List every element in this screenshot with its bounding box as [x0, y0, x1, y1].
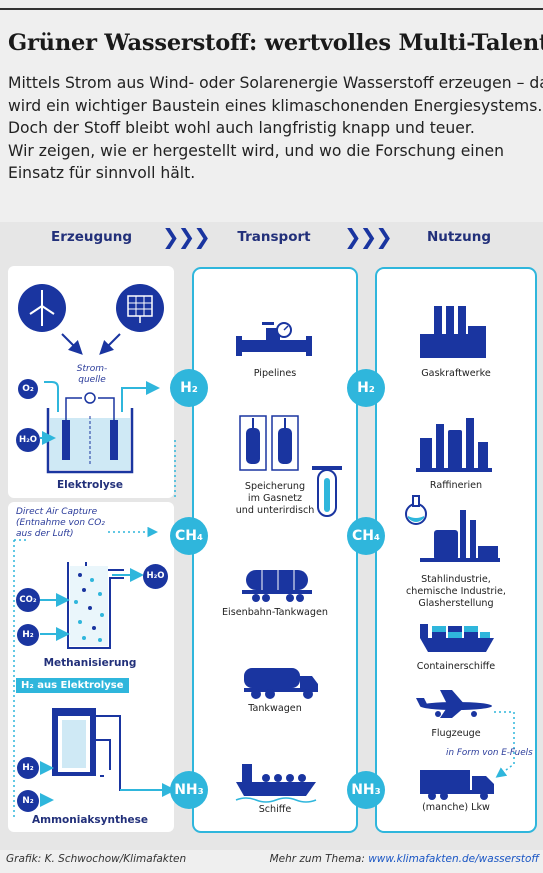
synthese-box: [8, 502, 174, 832]
nh3-bubble-left: NH₃: [170, 771, 208, 809]
gas-power-plant-icon: [420, 306, 486, 358]
methanisierung-label: Methanisierung: [43, 657, 137, 669]
h2-elektrolyse-tag: H₂ aus Elektrolyse: [16, 678, 129, 693]
speicherung-label-line: Speicherung: [244, 481, 306, 492]
pipelines-label: Pipelines: [253, 368, 297, 379]
airplane-icon: [416, 690, 492, 718]
intro-line: Einsatz für sinnvoll hält.: [8, 164, 196, 183]
strom-label-line: quelle: [78, 375, 106, 385]
h2o-out-bubble: H₂O: [143, 564, 168, 589]
raffinerien-label: Raffinerien: [429, 480, 483, 491]
header-nutzung: Nutzung: [426, 229, 492, 245]
containerschiffe-label: Containerschiffe: [416, 661, 496, 672]
stahl-label-line: chemische Industrie,: [406, 586, 506, 597]
credit-text: Grafik: K. Schwochow/Klimafakten: [6, 853, 187, 865]
n2-bubble: N₂: [17, 790, 39, 812]
efuels-label: in Form von E-Fuels: [446, 748, 533, 758]
truck-icon: [420, 770, 494, 800]
speicherung-label-line: im Gasnetz: [247, 493, 303, 504]
intro-text: Mittels Strom aus Wind- oder Solarenergi…: [8, 72, 543, 185]
solar-panel-icon: [116, 284, 164, 332]
chevron-right-icon: ❯❯❯: [344, 225, 393, 249]
page-title: Grüner Wasserstoff: wertvolles Multi-Tal…: [8, 30, 543, 56]
steel-industry-icon: [420, 510, 500, 562]
o2-bubble: O₂: [18, 379, 38, 399]
intro-line: Doch der Stoff bleibt wohl auch langfris…: [8, 119, 475, 138]
h2-bubble-right: H₂: [347, 369, 385, 407]
intro-line: Wir zeigen, wie er hergestellt wird, und…: [8, 141, 504, 160]
eisenbahn-label: Eisenbahn-Tankwagen: [221, 607, 328, 618]
intro-line: wird ein wichtiger Baustein eines klimas…: [8, 96, 543, 115]
speicherung-label-line: und unterirdisch: [235, 505, 315, 516]
top-rule: [0, 0, 543, 10]
tank-truck-icon: [244, 668, 318, 699]
stahl-label: Stahlindustrie, chemische Industrie, Gla…: [382, 574, 530, 610]
tankwagen-label: Tankwagen: [248, 703, 302, 714]
more-info-label: Mehr zum Thema:: [269, 853, 369, 865]
chevron-right-icon: ❯❯❯: [162, 225, 211, 249]
intro-line: Mittels Strom aus Wind- oder Solarenergi…: [8, 74, 543, 92]
wind-turbine-icon: [18, 284, 66, 332]
electrolysis-cell-icon: [24, 381, 160, 474]
gaskraftwerke-label: Gaskraftwerke: [421, 368, 491, 379]
strom-label: Strom- quelle: [72, 364, 112, 386]
more-info-link[interactable]: www.klimafakten.de/wasserstoff: [368, 853, 539, 865]
tanker-ship-icon: [235, 764, 317, 803]
container-ship-icon: [420, 624, 494, 652]
refinery-icon: [416, 418, 492, 472]
speicherung-label: Speicherung im Gasnetz und unterirdisch: [200, 481, 350, 517]
dac-label-line: (Entnahme von CO₂: [16, 518, 105, 528]
stahl-label-line: Glasherstellung: [418, 598, 494, 609]
ammoniak-label: Ammoniaksynthese: [32, 814, 148, 826]
flugzeuge-label: Flugzeuge: [431, 728, 481, 739]
h2-bubble-methan: H₂: [17, 624, 39, 646]
ammonia-reactor-icon: [52, 708, 140, 791]
rail-tank-car-icon: [242, 570, 312, 602]
dac-label-line: aus der Luft): [16, 529, 74, 539]
dac-label: Direct Air Capture (Entnahme von CO₂ aus…: [16, 507, 126, 540]
h2-bubble-left: H₂: [170, 369, 208, 407]
h2o-bubble: H₂O: [16, 428, 40, 452]
gas-storage-icon: [239, 415, 342, 517]
header-transport: Transport: [237, 229, 311, 245]
methanation-reactor-icon: [67, 562, 124, 649]
schiffe-label: Schiffe: [258, 804, 292, 815]
nh3-bubble-right: NH₃: [347, 771, 385, 809]
transport-column: [192, 267, 358, 833]
more-info: Mehr zum Thema: www.klimafakten.de/wasse…: [270, 853, 539, 865]
pipeline-icon: [236, 322, 312, 356]
stahl-label-line: Stahlindustrie,: [421, 574, 491, 585]
ch4-bubble-right: CH₄: [347, 517, 385, 555]
header-erzeugung: Erzeugung: [50, 229, 133, 245]
dac-label-line: Direct Air Capture: [16, 507, 98, 517]
strom-label-line: Strom-: [76, 364, 108, 374]
flask-icon: [405, 495, 427, 525]
co2-bubble: CO₂: [16, 588, 40, 612]
h2-bubble-ammoniak: H₂: [17, 757, 39, 779]
elektrolyse-label: Elektrolyse: [56, 479, 124, 491]
ch4-bubble-left: CH₄: [170, 517, 208, 555]
lkw-label: (manche) Lkw: [422, 802, 490, 813]
